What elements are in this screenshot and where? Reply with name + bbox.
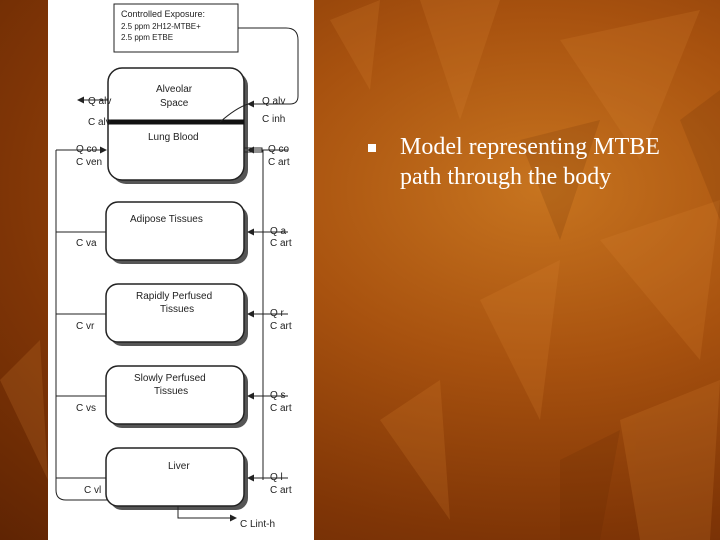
- q-l-label: Q l: [270, 472, 283, 483]
- venous-trunk: [55, 150, 168, 501]
- q-co-right-label: Q co: [268, 144, 290, 155]
- c-lint-label: C Lint-h: [240, 519, 275, 530]
- metabolism-arrow: [177, 506, 237, 522]
- c-ven-label: C ven: [76, 157, 102, 168]
- q-co-left-label: Q co: [76, 144, 98, 155]
- diagram-panel: Controlled Exposure: 2.5 ppm 2H12-MTBE+ …: [48, 0, 314, 540]
- lung-compartment: Alveolar Space Lung Blood: [107, 67, 248, 184]
- inhalation-flow: [238, 27, 299, 108]
- q-alv-left-label: Q alv: [88, 96, 111, 107]
- rapid-label-1: Rapidly Perfused: [136, 291, 212, 302]
- adipose-compartment: Adipose Tissues: [105, 201, 248, 264]
- liver-label: Liver: [168, 461, 190, 472]
- slow-compartment: Slowly Perfused Tissues: [105, 365, 248, 428]
- liver-compartment: Liver: [105, 447, 248, 510]
- bullet-text: Model representing MTBE path through the…: [400, 134, 660, 190]
- q-s-label: Q s: [270, 390, 286, 401]
- space-label: Space: [160, 98, 189, 109]
- rapid-label-2: Tissues: [160, 304, 194, 315]
- c-vl-label: C vl: [84, 485, 101, 496]
- q-alv-right-label: Q alv: [262, 96, 285, 107]
- c-art-l-label: C art: [270, 485, 292, 496]
- c-art-s-label: C art: [270, 403, 292, 414]
- alveolar-exchange-line: [219, 103, 249, 123]
- q-a-label: Q a: [270, 226, 287, 237]
- exposure-line-1: 2.5 ppm 2H12-MTBE+: [121, 22, 201, 31]
- c-vs-label: C vs: [76, 403, 96, 414]
- lung-blood-label: Lung Blood: [148, 132, 199, 143]
- c-alv-label: C alv: [88, 117, 111, 128]
- adipose-label: Adipose Tissues: [130, 214, 203, 225]
- c-vr-label: C vr: [76, 321, 95, 332]
- exposure-title: Controlled Exposure:: [121, 9, 205, 19]
- exposure-line-2: 2.5 ppm ETBE: [121, 33, 173, 42]
- c-art-a-label: C art: [270, 238, 292, 249]
- c-inh-label: C inh: [262, 114, 285, 125]
- c-art-lung-label: C art: [268, 157, 290, 168]
- q-r-label: Q r: [270, 308, 285, 319]
- c-art-r-label: C art: [270, 321, 292, 332]
- c-va-label: C va: [76, 238, 97, 249]
- alveolar-label: Alveolar: [156, 84, 193, 95]
- exposure-box: Controlled Exposure: 2.5 ppm 2H12-MTBE+ …: [113, 3, 239, 53]
- square-bullet-icon: [368, 144, 376, 152]
- slow-label-1: Slowly Perfused: [134, 373, 206, 384]
- pbpk-diagram: Controlled Exposure: 2.5 ppm 2H12-MTBE+ …: [55, 3, 299, 530]
- rapid-compartment: Rapidly Perfused Tissues: [105, 283, 248, 346]
- slow-label-2: Tissues: [154, 386, 188, 397]
